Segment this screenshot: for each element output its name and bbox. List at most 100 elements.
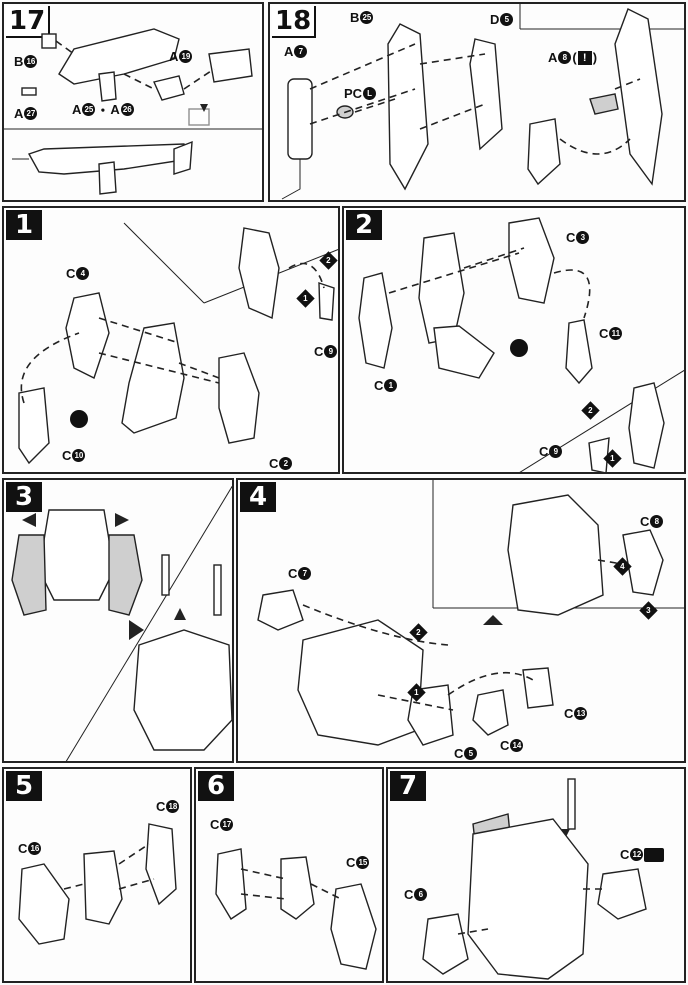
order-number: 1 [303, 293, 308, 303]
label-letter: C [66, 266, 76, 281]
part-badge: 25 [82, 103, 96, 116]
arm-assembly-illustration [215, 848, 377, 970]
order-number: 4 [620, 561, 625, 571]
step-number: 1 [6, 210, 42, 240]
label-letter: D [490, 12, 500, 27]
label-letter: B [14, 54, 24, 69]
arrow-order-1: 1 [603, 449, 622, 468]
shield-assembly-illustration [281, 4, 684, 200]
part-badge: 13 [574, 707, 588, 720]
part-badge: 8 [558, 51, 572, 64]
part-badge: 9 [549, 445, 563, 458]
rifle-assembly-illustration [4, 28, 262, 195]
part-badge: 5 [464, 747, 478, 760]
part-badge: 12 [630, 848, 644, 861]
step-number: 6 [198, 771, 234, 801]
part-badge: 5 [500, 13, 514, 26]
part-badge: 1 [384, 379, 398, 392]
part-badge: 4 [76, 267, 90, 280]
paired-parts-icon [644, 847, 665, 862]
order-number: 2 [588, 405, 593, 415]
label-letter: PC [344, 86, 363, 101]
step-order-badge: 1 [407, 683, 426, 702]
order-number: 1 [414, 687, 419, 697]
part-badge: L [363, 87, 377, 100]
leg-assembly-illustration [18, 222, 338, 465]
label-letter: C [564, 706, 574, 721]
part-badge: 7 [298, 567, 312, 580]
step-3-panel: 3 [2, 478, 234, 763]
part-badge: 7 [294, 45, 308, 58]
label-letter: A [548, 50, 558, 65]
label-letter: C [288, 566, 298, 581]
step-number: 2 [346, 210, 382, 240]
label-letter: C [404, 887, 414, 902]
label-letter: C [620, 847, 630, 862]
part-badge: 17 [220, 818, 234, 831]
part-badge: 15 [356, 856, 370, 869]
step-order-badge: 2 [581, 401, 600, 420]
label-letter: C [62, 448, 72, 463]
label-letter: C [539, 444, 549, 459]
label-letter: B [350, 10, 360, 25]
part-badge: 8 [650, 515, 664, 528]
label-letter: A [284, 44, 294, 59]
hole-icon [70, 410, 88, 428]
label-letter: C [454, 746, 464, 761]
part-badge: 19 [179, 50, 193, 63]
part-badge: 27 [24, 107, 38, 120]
label-letter: A [169, 49, 179, 64]
warning-icon: ! [577, 50, 592, 65]
label-letter: C [374, 378, 384, 393]
step-number: 18 [272, 6, 317, 38]
arrow-order-2: 2 [319, 251, 338, 270]
torso-disassembly-illustration [11, 485, 232, 761]
part-badge: 26 [120, 103, 134, 116]
separator: ・ [96, 103, 110, 118]
label-letter: C [210, 817, 220, 832]
part-badge: 16 [28, 842, 42, 855]
part-badge: 16 [24, 55, 38, 68]
part-badge: 6 [414, 888, 428, 901]
label-letter: C [566, 230, 576, 245]
step-number: 7 [390, 771, 426, 801]
label-letter: C [314, 344, 324, 359]
order-number: 2 [326, 255, 331, 265]
step-order-badge: 1 [296, 289, 315, 308]
arrow-order-2: 2 [409, 623, 428, 642]
part-badge: 9 [324, 345, 338, 358]
part-badge: 25 [360, 11, 374, 24]
label-letter: A [110, 102, 120, 117]
label-letter: A [14, 106, 24, 121]
label-letter: C [500, 738, 510, 753]
order-number: 2 [416, 627, 421, 637]
arrow-order-2: 2 [581, 401, 600, 420]
arrow-order-3: 3 [639, 601, 658, 620]
part-badge: 3 [576, 231, 590, 244]
hole-icon [510, 339, 528, 357]
order-number: 1 [610, 453, 615, 463]
